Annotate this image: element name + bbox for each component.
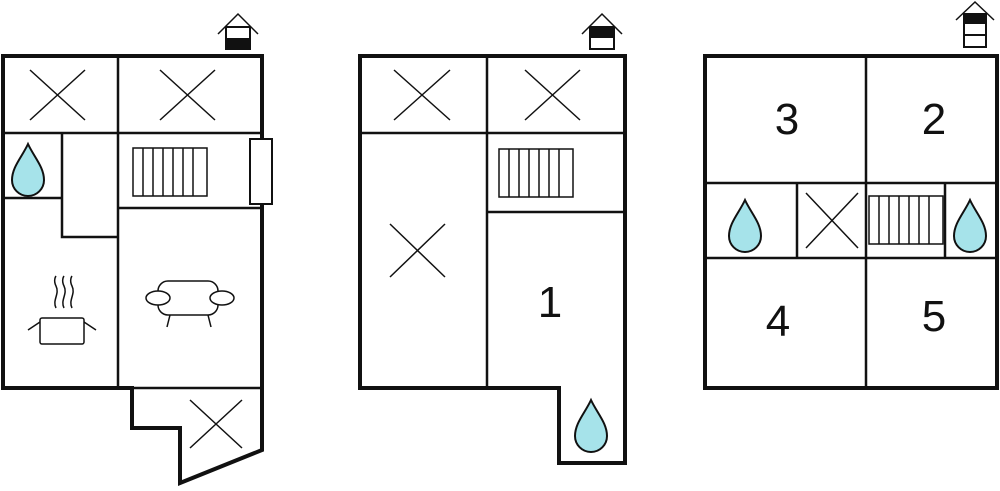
- plan-ground-floor: [1, 12, 273, 486]
- cross-icon: [393, 69, 451, 121]
- room-label: 5: [922, 292, 946, 341]
- window: [249, 138, 273, 205]
- radiator-icon: [868, 195, 944, 245]
- water-drop-icon: [953, 199, 987, 253]
- cross-icon: [29, 69, 86, 121]
- cooking-pot-icon: [27, 275, 97, 345]
- room-label: 4: [766, 297, 790, 346]
- cross-icon: [389, 223, 446, 278]
- cross-icon: [524, 69, 581, 121]
- room-label: 2: [922, 95, 946, 144]
- room-label: 1: [538, 278, 562, 327]
- house-floor-indicator-icon: [217, 12, 259, 50]
- water-drop-icon: [728, 199, 762, 253]
- radiator-icon: [498, 148, 574, 198]
- cross-icon: [159, 69, 216, 121]
- house-floor-indicator-icon: [955, 0, 995, 48]
- room-label: 3: [775, 95, 799, 144]
- plan-second-floor: 3 2 4 5: [703, 0, 999, 390]
- radiator-icon: [132, 147, 208, 197]
- water-drop-icon: [11, 143, 45, 197]
- house-floor-indicator-icon: [581, 12, 623, 50]
- cross-icon: [805, 192, 859, 249]
- sofa-icon: [145, 280, 235, 328]
- plan-first-floor: 1: [358, 12, 627, 465]
- water-drop-icon: [574, 399, 608, 453]
- cross-icon: [189, 399, 243, 449]
